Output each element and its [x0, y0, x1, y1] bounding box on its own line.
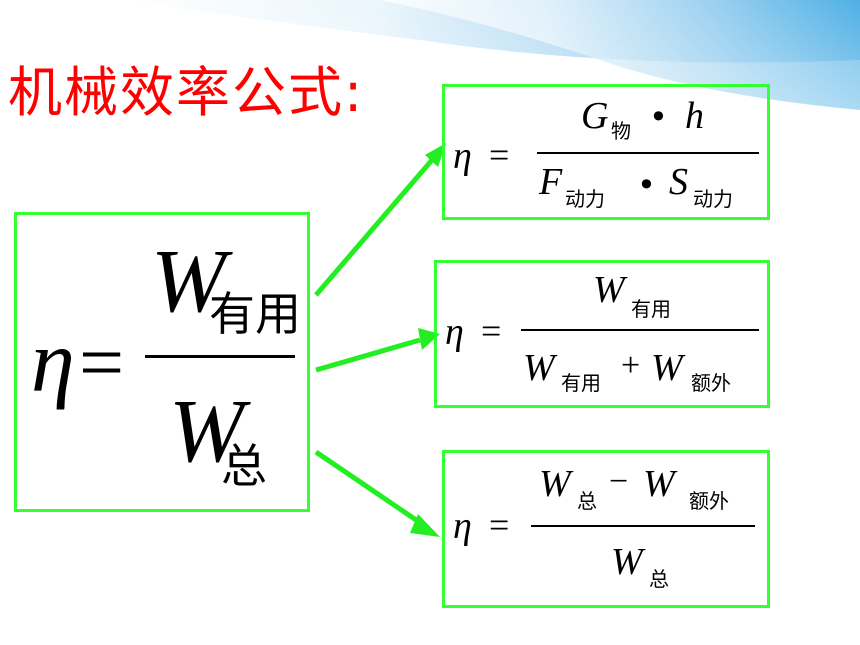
arrow-to-formula2 — [315, 337, 421, 373]
f3-num-sub2: 额外 — [689, 489, 729, 513]
formula2-box: η = W 有用 W 有用 + W 额外 — [434, 260, 770, 408]
main-fraction-line — [145, 355, 295, 358]
f1-den-var1: F — [539, 161, 563, 203]
sky-background — [0, 0, 860, 150]
f2-equals: = — [481, 311, 502, 351]
denominator-sub: 总 — [221, 439, 267, 493]
equals-sign: = — [79, 319, 125, 407]
arrow-head-3 — [410, 514, 440, 537]
eta-symbol: η — [31, 314, 75, 411]
f3-equals: = — [489, 505, 510, 545]
formula3-box: η = W 总 − W 额外 W 总 — [442, 450, 770, 608]
f3-num-var1: W — [539, 463, 571, 505]
f1-den-dot: • — [637, 166, 656, 204]
f3-den-var: W — [611, 541, 643, 583]
f1-den-var2: S — [669, 161, 688, 203]
f1-fraction-line — [537, 152, 759, 154]
f2-eta: η — [445, 311, 464, 353]
main-formula-box: η = W 有用 W 总 — [14, 212, 310, 512]
f3-den-sub: 总 — [649, 567, 669, 591]
f2-num-sub: 有用 — [631, 297, 671, 321]
f3-eta: η — [453, 505, 472, 547]
f2-den-plus: + — [621, 347, 641, 384]
numerator-sub: 有用 — [209, 287, 301, 341]
page-title: 机械效率公式: — [8, 61, 365, 124]
f2-den-var2: W — [651, 347, 683, 389]
f3-num-sub1: 总 — [577, 489, 597, 513]
f2-den-sub1: 有用 — [561, 371, 601, 395]
f2-den-var1: W — [523, 347, 555, 389]
f1-num-var1: G — [581, 95, 609, 137]
numerator-var: W — [151, 232, 226, 331]
f2-fraction-line — [521, 329, 759, 331]
f3-fraction-line — [531, 525, 755, 527]
f1-den-sub2: 动力 — [693, 187, 733, 211]
f3-num-minus: − — [609, 463, 629, 500]
f3-num-var2: W — [643, 463, 675, 505]
f1-den-sub1: 动力 — [565, 187, 605, 211]
f1-num-var2: h — [685, 95, 704, 137]
f2-den-sub2: 额外 — [691, 371, 731, 395]
f1-num-sub1: 物 — [611, 119, 631, 143]
f1-num-dot: • — [649, 98, 668, 136]
f2-num-var: W — [593, 269, 625, 311]
formula1-box: η = G 物 • h F 动力 • S 动力 — [442, 84, 770, 220]
f1-eta: η — [453, 135, 472, 177]
arrow-to-formula3 — [314, 449, 424, 527]
sky-decoration — [0, 0, 860, 150]
denominator-var: W — [169, 382, 244, 481]
f1-equals: = — [489, 135, 510, 175]
arrow-to-formula1 — [314, 158, 434, 297]
